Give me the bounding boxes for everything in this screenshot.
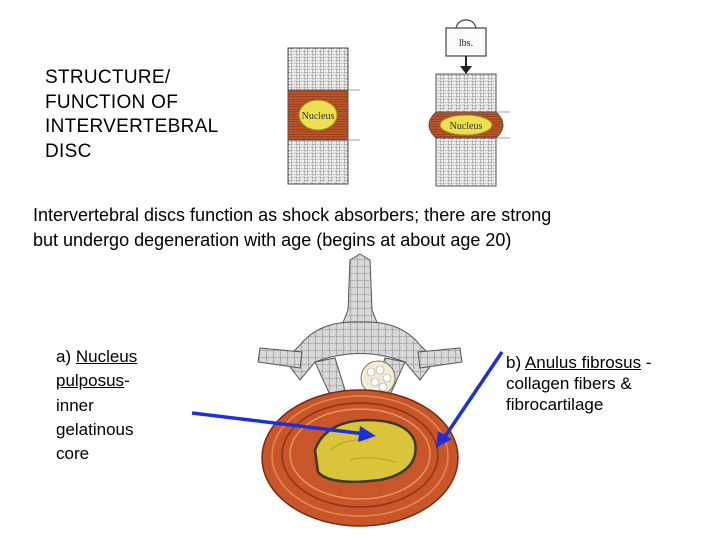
- pointer-arrows: [191, 351, 504, 448]
- label-a-term: Nucleus pulposus: [56, 347, 138, 391]
- label-a-line: gelatinous: [56, 419, 134, 439]
- label-a-line: inner: [56, 395, 94, 415]
- arrow-to-anulus-icon: [436, 351, 504, 448]
- label-b-line: collagen fibers &: [506, 374, 632, 393]
- disc-compression-illustration: Nucleus lbs. Nucleus: [287, 19, 510, 187]
- label-b-term: Anulus fibrosus: [524, 353, 642, 372]
- title-line: DISC: [45, 140, 92, 162]
- anulus-fibrosus-label: b) Anulus fibrosus - collagen fibers & f…: [506, 352, 706, 415]
- title-line: INTERVERTEBRAL: [45, 116, 219, 137]
- vertebra-column-compressed: Nucleus: [428, 73, 510, 187]
- weight-label: lbs.: [459, 38, 473, 49]
- nucleus-pulposus-label: a) Nucleus pulposus- inner gelatinous co…: [56, 345, 176, 466]
- intro-line: Intervertebral discs function as shock a…: [33, 205, 552, 225]
- vertebra-superior-view-illustration: [257, 253, 463, 527]
- title-line: STRUCTURE/: [45, 67, 171, 88]
- label-a-prefix: a): [56, 347, 76, 366]
- weight-icon: lbs.: [445, 19, 487, 57]
- title-line: FUNCTION OF: [45, 91, 179, 113]
- label-a-line: core: [56, 444, 90, 464]
- vertebra-column-uncompressed: Nucleus: [287, 47, 360, 185]
- label-a-dash: -: [124, 371, 130, 391]
- intro-line: but undergo degeneration with age (begin…: [33, 230, 512, 250]
- nucleus-label-left: Nucleus: [302, 111, 335, 122]
- nucleus-label-right: Nucleus: [450, 121, 483, 132]
- down-arrow-icon: [460, 56, 472, 74]
- slide-title: STRUCTURE/ FUNCTION OF INTERVERTEBRAL DI…: [45, 66, 305, 164]
- nucleus-pulposus: [313, 418, 417, 484]
- vertebral-arch: [257, 253, 463, 396]
- intro-text: Intervertebral discs function as shock a…: [33, 203, 693, 253]
- label-b-dash: -: [641, 353, 652, 372]
- arrow-to-nucleus-icon: [191, 411, 376, 442]
- label-b-line: fibrocartilage: [506, 395, 604, 414]
- label-b-prefix: b): [506, 353, 525, 372]
